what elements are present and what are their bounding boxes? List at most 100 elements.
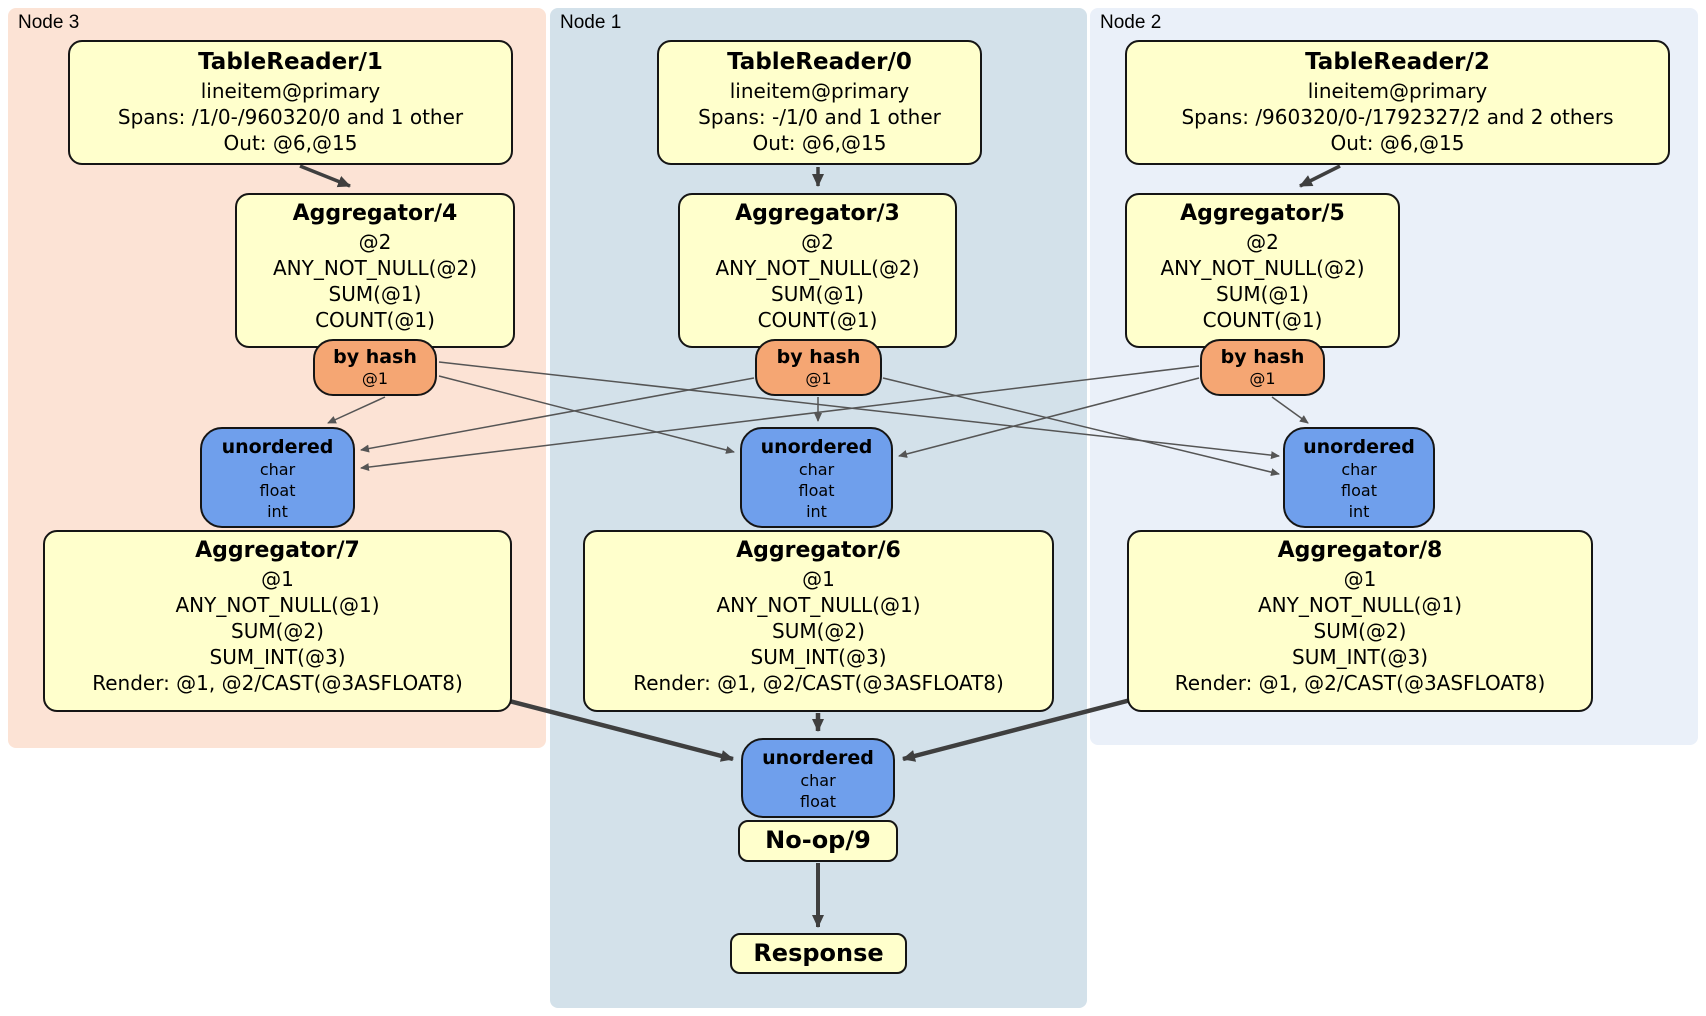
aggregator-5-box: Aggregator/5 @2 ANY_NOT_NULL(@2) SUM(@1)…	[1125, 193, 1400, 348]
sync-type: char	[798, 460, 835, 479]
sync-type: int	[806, 502, 827, 521]
aggregator-3-box: Aggregator/3 @2 ANY_NOT_NULL(@2) SUM(@1)…	[678, 193, 957, 348]
aggregator-3-title: Aggregator/3	[735, 201, 900, 226]
aggregator-7-line: @1	[261, 567, 294, 591]
sync-type: float	[1341, 481, 1377, 500]
router-hash-node2-title: by hash	[1220, 346, 1305, 368]
aggregator-8-line: @1	[1343, 567, 1377, 591]
aggregator-5-line: ANY_NOT_NULL(@2)	[1160, 256, 1365, 280]
router-hash-node1-title: by hash	[776, 346, 861, 368]
sync-unordered-node1: unordered char float int	[740, 427, 893, 528]
aggregator-3-line: @2	[801, 230, 834, 254]
edge-tablereader2-aggregator5	[1299, 164, 1341, 188]
sync-unordered-final-title: unordered	[762, 747, 874, 769]
aggregator-5-line: COUNT(@1)	[1202, 308, 1323, 332]
edge-router2-sync1	[898, 377, 1200, 458]
tablereader-2-index: lineitem@primary	[1307, 79, 1488, 103]
tablereader-1-box: TableReader/1 lineitem@primary Spans: /1…	[68, 40, 513, 165]
aggregator-8-render: Render: @1, @2/CAST(@3ASFLOAT8)	[1174, 671, 1546, 695]
tablereader-0-box: TableReader/0 lineitem@primary Spans: -/…	[657, 40, 982, 165]
aggregator-7-line: ANY_NOT_NULL(@1)	[175, 593, 380, 617]
sync-unordered-node2: unordered char float int	[1283, 427, 1435, 528]
aggregator-7-line: SUM(@2)	[231, 619, 324, 643]
aggregator-4-box: Aggregator/4 @2 ANY_NOT_NULL(@2) SUM(@1)…	[235, 193, 515, 348]
aggregator-3-line: COUNT(@1)	[757, 308, 878, 332]
aggregator-8-line: SUM_INT(@3)	[1292, 645, 1428, 669]
sync-unordered-node3: unordered char float int	[200, 427, 355, 528]
aggregator-4-line: @2	[358, 230, 392, 254]
sync-type: int	[1348, 502, 1370, 521]
aggregator-6-line: ANY_NOT_NULL(@1)	[716, 593, 921, 617]
router-hash-node2-detail: @1	[1249, 369, 1276, 388]
router-hash-node3: by hash @1	[313, 339, 437, 396]
response-box: Response	[730, 933, 907, 974]
edge-aggregator8-finalsync	[902, 693, 1147, 762]
aggregator-6-line: @1	[802, 567, 835, 591]
edge-router1-sync3	[360, 377, 755, 453]
aggregator-5-line: SUM(@1)	[1216, 282, 1309, 306]
node1-label: Node 1	[560, 12, 622, 33]
response-title: Response	[753, 939, 884, 967]
aggregator-8-line: SUM(@2)	[1313, 619, 1407, 643]
edge-tablereader1-aggregator4	[299, 164, 351, 188]
router-hash-node3-title: by hash	[333, 346, 417, 368]
noop-9-title: No-op/9	[765, 826, 871, 854]
aggregator-6-line: SUM_INT(@3)	[750, 645, 887, 669]
aggregator-3-line: ANY_NOT_NULL(@2)	[715, 256, 920, 280]
sync-type: float	[800, 792, 836, 811]
aggregator-8-title: Aggregator/8	[1277, 538, 1443, 563]
sync-unordered-final: unordered char float	[741, 738, 895, 818]
sync-type: char	[800, 771, 836, 790]
aggregator-6-render: Render: @1, @2/CAST(@3ASFLOAT8)	[633, 671, 1004, 695]
aggregator-7-render: Render: @1, @2/CAST(@3ASFLOAT8)	[92, 671, 463, 695]
tablereader-0-out: Out: @6,@15	[752, 131, 887, 155]
tablereader-1-spans: Spans: /1/0-/960320/0 and 1 other	[117, 105, 464, 129]
aggregator-6-line: SUM(@2)	[772, 619, 865, 643]
aggregator-6-title: Aggregator/6	[736, 538, 901, 563]
aggregator-4-line: SUM(@1)	[328, 282, 422, 306]
tablereader-2-box: TableReader/2 lineitem@primary Spans: /9…	[1125, 40, 1670, 165]
aggregator-7-title: Aggregator/7	[195, 538, 360, 563]
sync-type: int	[267, 502, 288, 521]
edge-router1-sync2	[882, 377, 1280, 477]
aggregator-4-title: Aggregator/4	[292, 201, 458, 226]
router-hash-node2: by hash @1	[1200, 339, 1325, 396]
tablereader-1-title: TableReader/1	[198, 49, 383, 75]
aggregator-3-line: SUM(@1)	[771, 282, 864, 306]
aggregator-4-line: ANY_NOT_NULL(@2)	[273, 256, 477, 280]
sync-type: float	[259, 481, 296, 500]
sync-unordered-node1-title: unordered	[760, 436, 873, 458]
edge-router3-sync3	[327, 396, 386, 424]
sync-unordered-node3-title: unordered	[221, 436, 334, 458]
aggregator-5-title: Aggregator/5	[1180, 201, 1345, 226]
tablereader-2-title: TableReader/2	[1305, 49, 1490, 75]
aggregator-5-line: @2	[1246, 230, 1279, 254]
edge-aggregator7-finalsync	[489, 693, 734, 762]
aggregator-7-box: Aggregator/7 @1 ANY_NOT_NULL(@1) SUM(@2)…	[43, 530, 512, 712]
router-hash-node1: by hash @1	[755, 339, 882, 396]
aggregator-8-box: Aggregator/8 @1 ANY_NOT_NULL(@1) SUM(@2)…	[1127, 530, 1593, 712]
tablereader-2-spans: Spans: /960320/0-/1792327/2 and 2 others	[1181, 105, 1614, 129]
tablereader-0-spans: Spans: -/1/0 and 1 other	[698, 105, 941, 129]
node2-label: Node 2	[1100, 12, 1162, 33]
tablereader-1-out: Out: @6,@15	[223, 131, 358, 155]
aggregator-6-box: Aggregator/6 @1 ANY_NOT_NULL(@1) SUM(@2)…	[583, 530, 1054, 712]
aggregator-4-line: COUNT(@1)	[315, 308, 435, 332]
sync-type: float	[798, 481, 835, 500]
sync-type: char	[1341, 460, 1377, 479]
router-hash-node3-detail: @1	[361, 369, 389, 388]
edge-router2-sync3	[360, 365, 1200, 472]
sync-unordered-node2-title: unordered	[1303, 436, 1415, 458]
sync-type: char	[259, 460, 296, 479]
aggregator-7-line: SUM_INT(@3)	[209, 645, 346, 669]
tablereader-1-index: lineitem@primary	[200, 79, 381, 103]
tablereader-0-title: TableReader/0	[727, 49, 912, 75]
router-hash-node1-detail: @1	[805, 369, 832, 388]
aggregator-8-line: ANY_NOT_NULL(@1)	[1258, 593, 1462, 617]
edge-router3-sync1	[438, 375, 735, 454]
edge-router2-sync2	[1271, 396, 1309, 424]
tablereader-2-out: Out: @6,@15	[1330, 131, 1465, 155]
tablereader-0-index: lineitem@primary	[729, 79, 910, 103]
node3-label: Node 3	[18, 12, 80, 33]
